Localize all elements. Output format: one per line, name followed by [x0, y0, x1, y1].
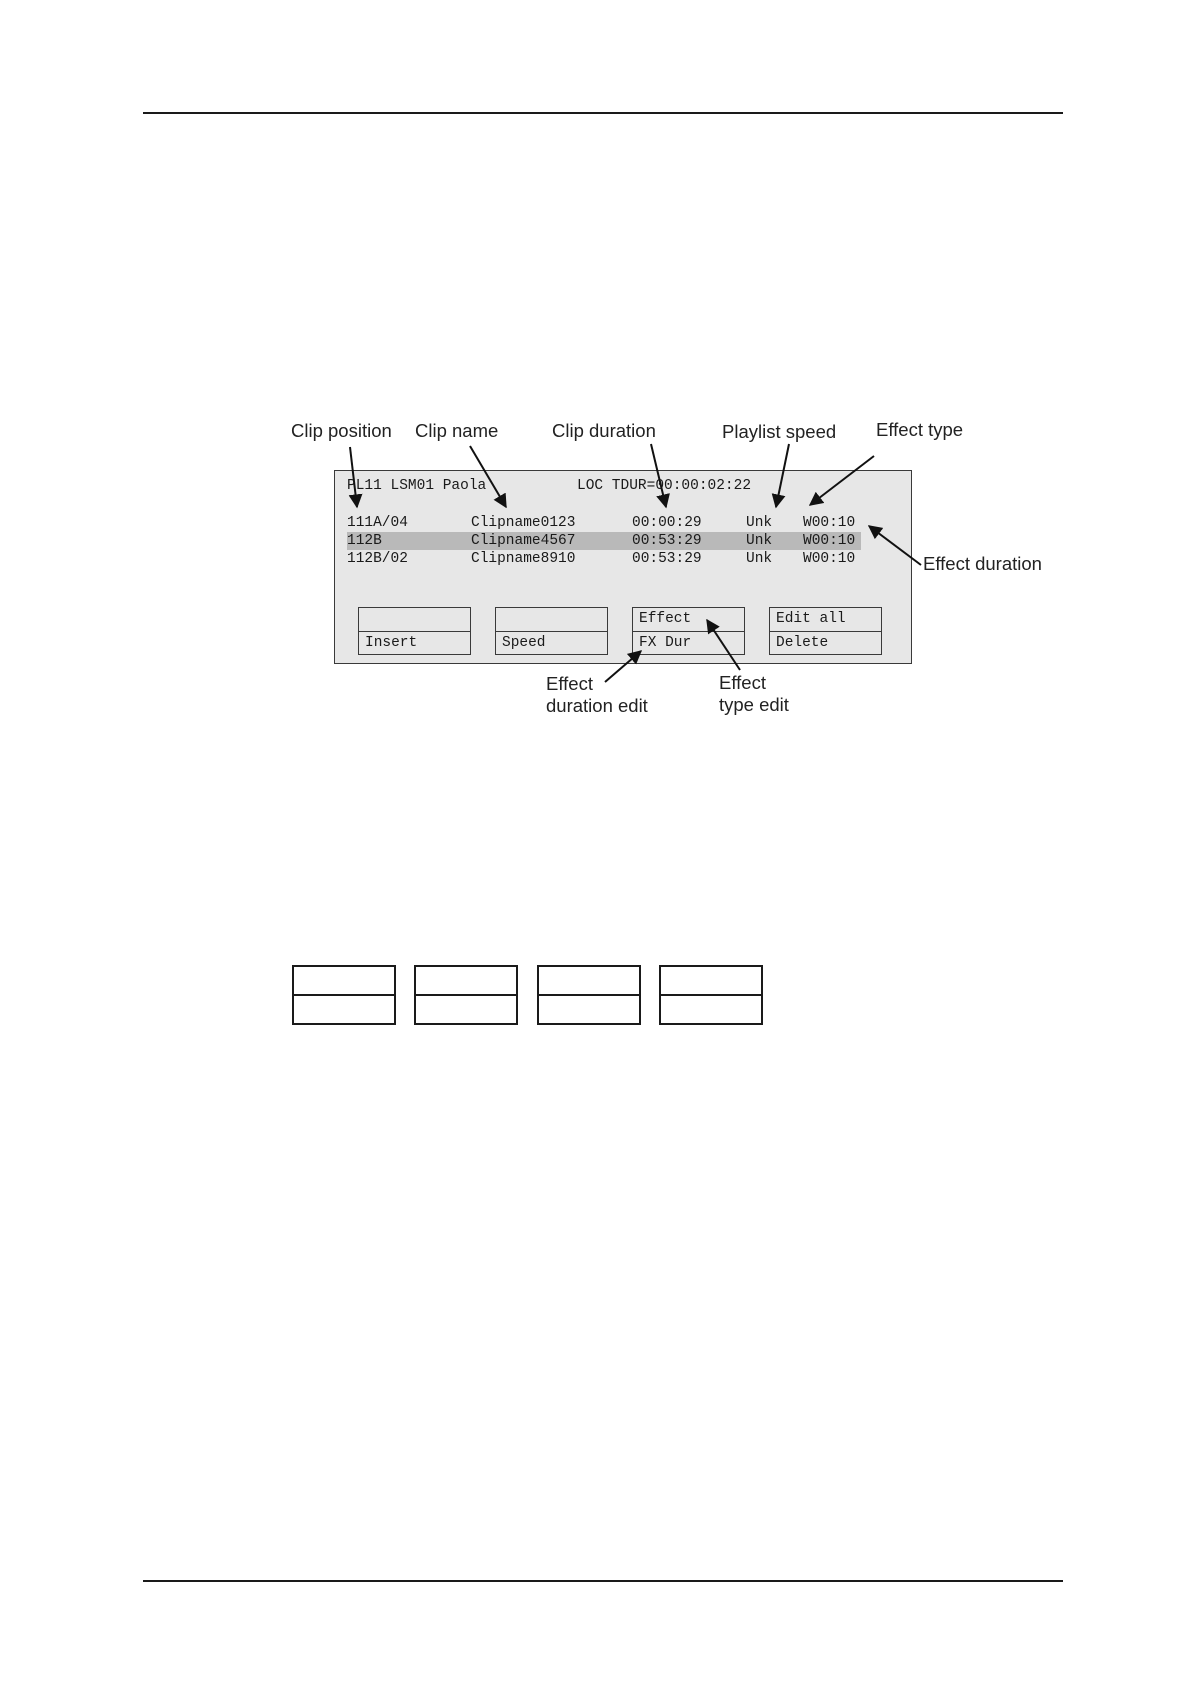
- blank-soft-key-2: [414, 965, 518, 1025]
- arrow-effect-type-edit: [706, 618, 741, 671]
- effect-cell: W00:10: [803, 533, 856, 549]
- key-effect-upper: [633, 608, 744, 632]
- screen-header-left: PL11 LSM01 Paola: [347, 478, 487, 494]
- clip-name-cell: Clipname8910: [471, 551, 576, 567]
- arrow-clip-name: [469, 445, 507, 509]
- callout-effect-type-edit-line2: type edit: [719, 694, 789, 715]
- arrow-clip-position: [348, 446, 363, 509]
- blank-soft-key-1: [292, 965, 396, 1025]
- callout-effect-duration-edit-line2: duration edit: [546, 695, 648, 716]
- blank-soft-key-4-divider: [661, 994, 761, 996]
- clip-position-cell: 112B/02: [347, 551, 408, 567]
- key-insert[interactable]: Insert: [358, 607, 471, 655]
- blank-soft-key-4: [659, 965, 763, 1025]
- clip-name-cell: Clipname0123: [471, 515, 576, 531]
- blank-soft-key-2-divider: [416, 994, 516, 996]
- callout-clip-name: Clip name: [415, 420, 499, 441]
- callout-effect-type: Effect type: [876, 419, 964, 440]
- effect-cell: W00:10: [803, 515, 856, 531]
- clip-duration-cell: 00:00:29: [632, 515, 702, 531]
- callout-effect-duration-edit-line1: Effect: [546, 673, 593, 694]
- playlist-speed-cell: Unk: [746, 551, 773, 567]
- key-fx-dur-bottom-label: FX Dur: [639, 635, 692, 651]
- callout-effect-type-edit-line1: Effect: [719, 672, 766, 693]
- clip-duration-cell: 00:53:29: [632, 551, 702, 567]
- playlist-speed-cell: Unk: [746, 533, 773, 549]
- callout-playlist-speed: Playlist speed: [722, 421, 837, 442]
- key-speed-bottom-label: Speed: [502, 635, 546, 651]
- blank-soft-key-3-divider: [539, 994, 639, 996]
- effect-cell: W00:10: [803, 551, 856, 567]
- callout-effect-duration: Effect duration: [923, 553, 1042, 574]
- key-edit-all-top-label: Edit all: [776, 611, 846, 627]
- arrow-clip-duration: [650, 443, 670, 509]
- clip-duration-cell: 00:53:29: [632, 533, 702, 549]
- blank-soft-key-1-divider: [294, 994, 394, 996]
- key-speed[interactable]: Speed: [495, 607, 608, 655]
- arrow-effect-duration: [867, 525, 922, 566]
- arrow-playlist-speed: [771, 443, 790, 509]
- key-effect-fx-dur[interactable]: Effect FX Dur: [632, 607, 745, 655]
- key-edit-all-delete[interactable]: Edit all Delete: [769, 607, 882, 655]
- arrow-effect-type: [808, 455, 875, 506]
- blank-soft-key-3: [537, 965, 641, 1025]
- footer-rule: [143, 1580, 1063, 1582]
- selected-row-highlight: [347, 532, 861, 550]
- clip-name-cell: Clipname4567: [471, 533, 576, 549]
- key-insert-bottom-label: Insert: [365, 635, 418, 651]
- clip-position-cell: 111A/04: [347, 515, 408, 531]
- key-effect-top-label: Effect: [639, 611, 692, 627]
- clip-position-cell: 112B: [347, 533, 382, 549]
- callout-clip-position: Clip position: [291, 420, 392, 441]
- key-edit-all-upper: [770, 608, 881, 632]
- key-speed-upper: [496, 608, 607, 632]
- header-rule: [143, 112, 1063, 114]
- lsm-playlist-screen: PL11 LSM01 Paola LOC TDUR=00:00:02:22 11…: [334, 470, 912, 664]
- screen-header-right: LOC TDUR=00:00:02:22: [577, 478, 752, 494]
- arrow-effect-duration-edit: [604, 650, 643, 683]
- playlist-speed-cell: Unk: [746, 515, 773, 531]
- key-insert-upper: [359, 608, 470, 632]
- key-delete-bottom-label: Delete: [776, 635, 829, 651]
- callout-clip-duration: Clip duration: [552, 420, 656, 441]
